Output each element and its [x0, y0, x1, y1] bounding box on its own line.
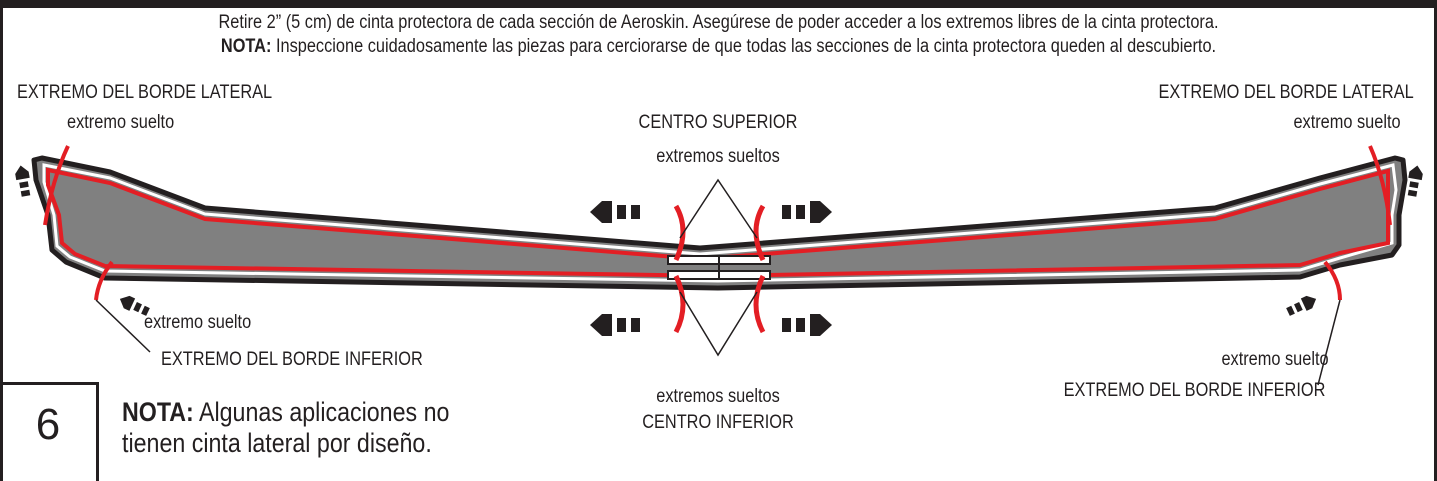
- center-top-right-end: [753, 204, 766, 262]
- loose-end-top-left: [43, 145, 70, 226]
- intro-note: NOTA: Inspeccione cuidadosamente las pie…: [101, 37, 1337, 56]
- step-note-line-1: NOTA: Algunas aplicaciones no: [122, 397, 449, 428]
- label-bottom-loose-ends: extremos sueltos: [656, 386, 780, 407]
- arrow-side-right-icon: [1407, 165, 1423, 197]
- intro-note-text: Inspeccione cuidadosamente las piezas pa…: [271, 36, 1217, 57]
- label-side-edge-left: EXTREMO DEL BORDE LATERAL: [17, 82, 273, 103]
- intro-text: Retire 2” (5 cm) de cinta protectora de …: [218, 12, 1219, 33]
- arrow-bottom-side-left-icon: [119, 295, 150, 316]
- loose-end-bottom-left: [94, 260, 114, 301]
- arrow-bottom-right-icon: [782, 314, 832, 336]
- center-bottom-left-end: [673, 274, 686, 334]
- label-side-edge-right: EXTREMO DEL BORDE LATERAL: [1158, 82, 1414, 103]
- arrow-side-left-icon: [15, 165, 31, 197]
- arrow-top-left-icon: [590, 201, 640, 223]
- label-bottom-edge-left: EXTREMO DEL BORDE INFERIOR: [161, 349, 423, 370]
- label-bottom-center: CENTRO INFERIOR: [642, 412, 794, 433]
- arrow-bottom-left-icon: [590, 314, 640, 336]
- step-note-label: NOTA:: [122, 397, 194, 427]
- step-note-line-2: tienen cinta lateral por diseño.: [122, 428, 432, 458]
- label-bottom-edge-right: EXTREMO DEL BORDE INFERIOR: [1063, 380, 1325, 401]
- protective-tape: [46, 167, 1390, 279]
- label-loose-end-top-right: extremo suelto: [1293, 112, 1401, 133]
- arrow-top-right-icon: [782, 201, 832, 223]
- label-loose-end-top-left: extremo suelto: [67, 112, 175, 133]
- step-note: NOTA: Algunas aplicaciones no tienen cin…: [122, 397, 449, 459]
- center-top-left-end: [673, 204, 686, 262]
- center-bottom-right-end: [753, 274, 766, 334]
- step-number-box: 6: [0, 382, 99, 481]
- label-top-loose-ends: extremos sueltos: [656, 146, 780, 167]
- panel-body: [31, 155, 1408, 291]
- loose-end-top-right: [1368, 145, 1392, 226]
- intro-note-label: NOTA:: [220, 36, 272, 57]
- label-loose-end-bottom-right: extremo suelto: [1221, 349, 1329, 370]
- label-loose-end-bottom-left: extremo suelto: [144, 312, 252, 333]
- panel-inner-highlight: [42, 163, 1398, 283]
- step-number: 6: [35, 400, 61, 449]
- arrow-bottom-side-right-icon: [1286, 295, 1317, 316]
- step-note-text-1: Algunas aplicaciones no: [193, 397, 450, 427]
- leader-lines: [95, 178, 1341, 386]
- loose-end-bottom-right: [1323, 260, 1342, 301]
- label-top-center: CENTRO SUPERIOR: [638, 112, 798, 133]
